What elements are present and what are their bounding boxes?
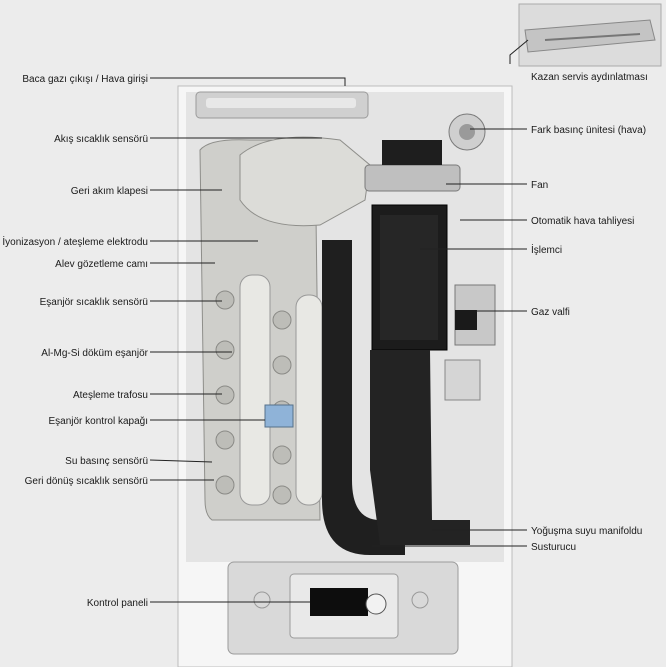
- callout-label-right-4: İşlemci: [531, 245, 563, 256]
- leader-lines: [149, 39, 529, 603]
- leader-line-left-0: [150, 77, 346, 86]
- callout-label-left-11: Kontrol paneli: [86, 598, 148, 609]
- intake-pipe: [322, 240, 405, 555]
- callout-label-right-6: Yoğuşma suyu manifoldu: [531, 526, 643, 537]
- callout-label-left-2: Geri akım klapesi: [70, 186, 148, 197]
- callout-label-left-4: Alev gözetleme camı: [55, 259, 148, 270]
- callout-label-left-3: İyonizasyon / ateşleme elektrodu: [2, 237, 148, 248]
- callout-label-left-8: Eşanjör kontrol kapağı: [48, 416, 148, 427]
- callout-label-right-5: Gaz valfi: [531, 307, 570, 318]
- exchanger-control-cover: [264, 404, 294, 428]
- callout-label-right-3: Otomatik hava tahliyesi: [531, 216, 635, 227]
- callout-label-left-7: Ateşleme trafosu: [72, 390, 148, 401]
- callout-label-right-1: Fark basınç ünitesi (hava): [531, 125, 647, 136]
- callout-label-left-10: Geri dönüş sıcaklık sensörü: [24, 476, 148, 487]
- callout-label-left-6: Al-Mg-Si döküm eşanjör: [41, 348, 148, 359]
- callout-label-left-0: Baca gazı çıkışı / Hava girişi: [22, 74, 148, 85]
- callout-label-left-9: Su basınç sensörü: [65, 456, 148, 467]
- callout-label-right-7: Susturucu: [531, 542, 577, 553]
- callout-label-right-0: Kazan servis aydınlatması: [531, 72, 648, 83]
- callout-label-left-5: Eşanjör sıcaklık sensörü: [39, 297, 148, 308]
- condensate-manifold: [370, 350, 470, 545]
- leader-line-left-9: [149, 459, 213, 463]
- leader-line-right-0: [509, 39, 529, 64]
- callout-label-left-1: Akış sıcaklık sensörü: [54, 134, 148, 145]
- control-knob: [365, 593, 387, 615]
- callout-label-right-2: Fan: [531, 180, 549, 191]
- display-screen: [310, 588, 368, 616]
